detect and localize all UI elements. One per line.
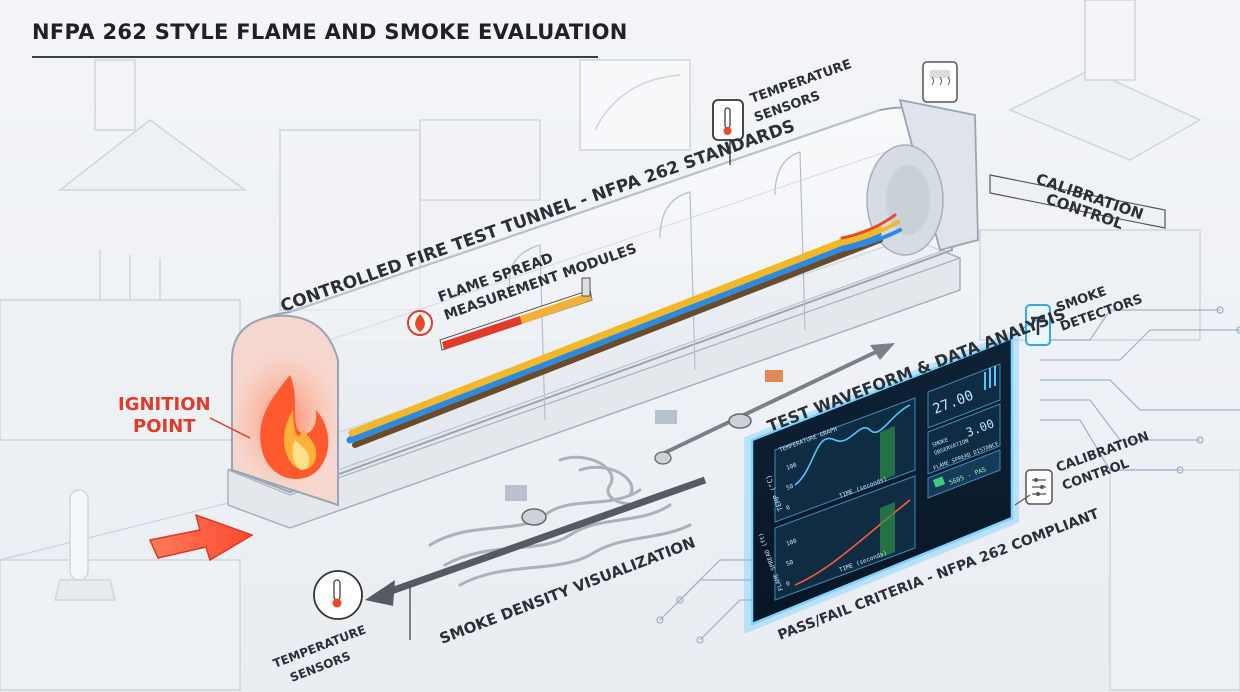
monitor-graph2-tick-2: 0: [785, 580, 791, 588]
ignition-arrow: [148, 513, 254, 562]
analysis-monitor: [744, 317, 1041, 634]
circuit-traces: [656, 306, 1240, 644]
monitor-graph2-tick-0: 100: [785, 537, 798, 547]
monitor-graph1-tick-1: 50: [785, 483, 795, 492]
monitor-graph2-tick-1: 50: [785, 559, 795, 568]
smoke-density-label: SMOKE DENSITY VISUALIZATION: [437, 533, 698, 647]
title-underline: [32, 56, 598, 58]
monitor-graph1-tick-0: 100: [785, 461, 798, 471]
flame-icon: [260, 375, 329, 480]
ignition-line2: POINT: [133, 416, 196, 437]
ignition-leader: [209, 417, 251, 439]
temperature-sensor-top: [712, 99, 744, 165]
temperature-sensor-bottom: [313, 570, 411, 640]
smoke-detector-icon: [1025, 304, 1051, 346]
flame-spread-module: [407, 277, 593, 351]
monitor-graph1-tick-2: 0: [785, 504, 791, 512]
ignition-point-label: IGNITION POINT: [118, 394, 211, 438]
page-title: NFPA 262 STYLE FLAME AND SMOKE EVALUATIO…: [32, 20, 628, 44]
calibration-box-top: [922, 61, 1166, 229]
cable-bundle: [346, 213, 902, 448]
ignition-line1: IGNITION: [118, 394, 211, 415]
calibration-icon-right: [1025, 469, 1053, 505]
monitor-readout-2-label-line1: SMOKE: [932, 437, 950, 449]
data-flow-arrows: [365, 343, 895, 606]
